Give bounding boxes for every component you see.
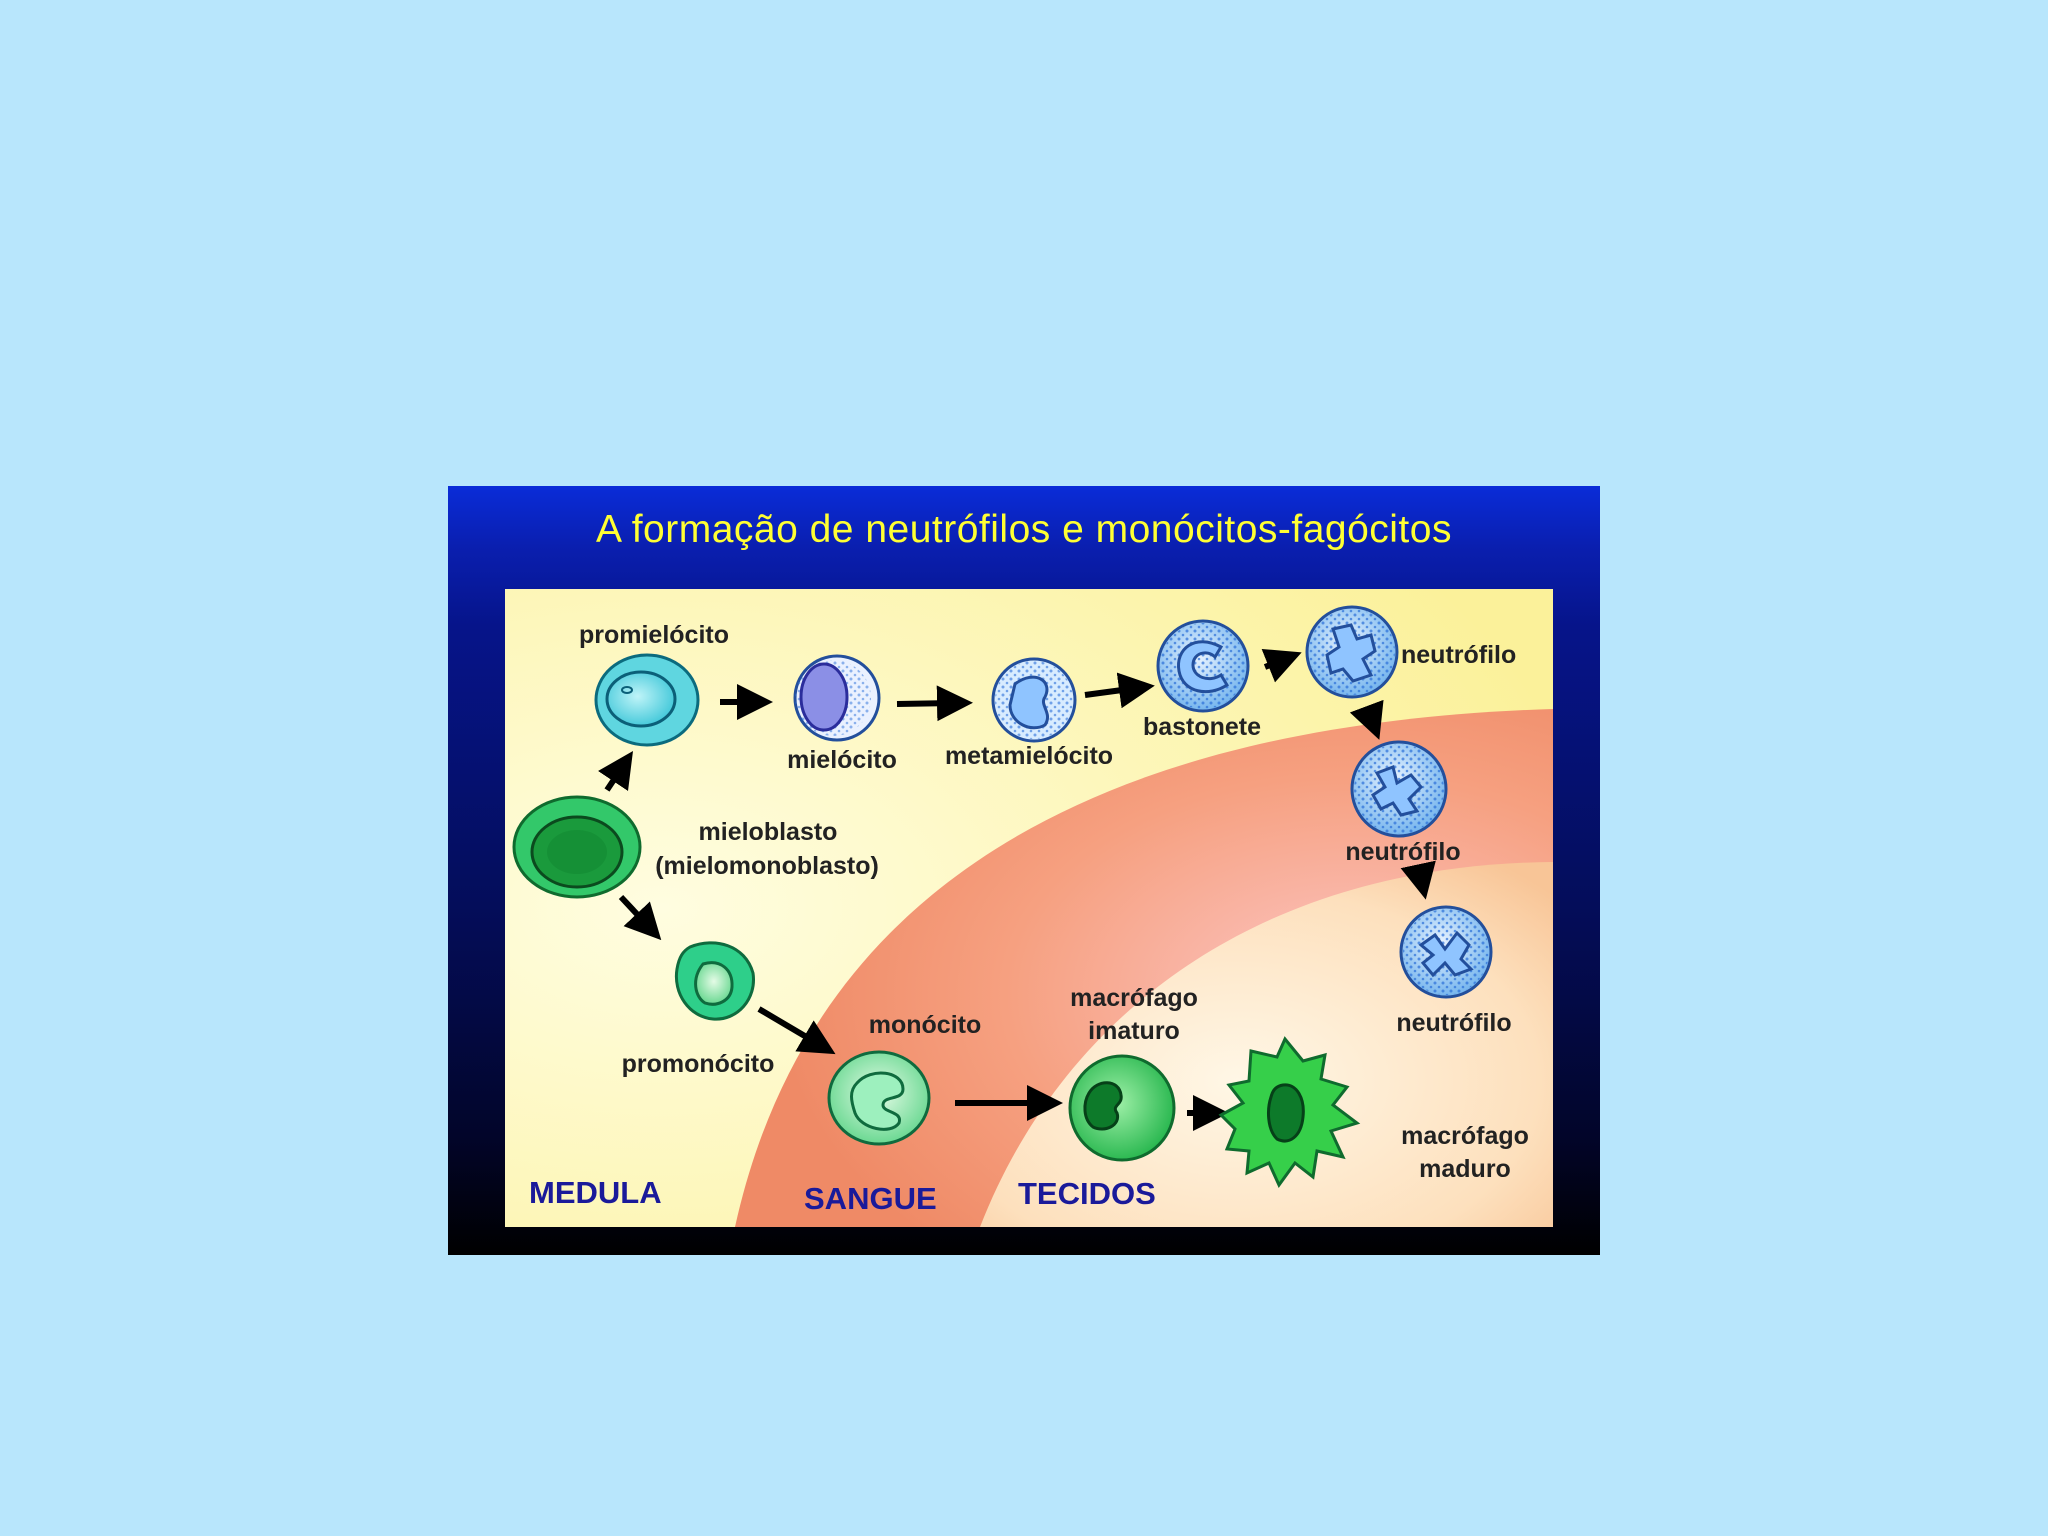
macrofago-imaturo-cell [1068, 1054, 1176, 1162]
neutrofilo-cell-3 [1399, 905, 1493, 999]
arrow-icon [1261, 648, 1302, 683]
arrow-icon [896, 685, 973, 722]
arrow-icon [618, 894, 662, 941]
mielocito-cell [793, 654, 881, 742]
label-promielocito: promielócito [579, 621, 729, 649]
label-mielocito: mielócito [787, 746, 897, 774]
label-mieloblasto-1: mieloblasto [699, 818, 838, 846]
label-bastonete: bastonete [1143, 713, 1261, 741]
arrow-icon [757, 1006, 836, 1055]
arrow-icon [1349, 699, 1384, 740]
arrows [598, 648, 1436, 1131]
label-macrofago-imaturo-2: imaturo [1088, 1017, 1180, 1045]
neutrofilo-cell-1 [1305, 605, 1399, 699]
arrow-icon [1084, 672, 1155, 709]
zone-label-sangue: SANGUE [804, 1181, 937, 1216]
label-mieloblasto-2: (mielomonoblasto) [655, 852, 879, 880]
neutrofilo-cell-2 [1350, 740, 1448, 838]
zone-label-medula: MEDULA [529, 1175, 662, 1210]
label-promonocito: promonócito [622, 1050, 775, 1078]
monocito-cell [827, 1050, 931, 1146]
label-neutrofilo-3: neutrófilo [1396, 1009, 1511, 1037]
label-neutrofilo-2: neutrófilo [1345, 838, 1460, 866]
macrofago-maduro-cell [1218, 1036, 1361, 1188]
arrow-icon [1400, 860, 1436, 900]
label-macrofago-imaturo-1: macrófago [1070, 984, 1198, 1012]
promonocito-cell [674, 941, 755, 1021]
label-metamielocito: metamielócito [945, 742, 1113, 770]
diagram: promielócito mielócito metamielócito bas… [505, 589, 1553, 1227]
label-macrofago-maduro-2: maduro [1419, 1155, 1511, 1183]
mieloblasto-cell [512, 795, 642, 899]
slide-title: A formação de neutrófilos e monócitos-fa… [596, 508, 1452, 551]
metamielocito-cell [991, 657, 1077, 743]
label-neutrofilo-1: neutrófilo [1401, 641, 1516, 669]
promielocito-cell [594, 653, 700, 747]
zone-label-tecidos: TECIDOS [1018, 1176, 1156, 1211]
label-macrofago-maduro-1: macrófago [1401, 1122, 1529, 1150]
label-monocito: monócito [869, 1011, 982, 1039]
arrow-icon [598, 751, 633, 792]
bastonete-cell [1156, 619, 1250, 713]
